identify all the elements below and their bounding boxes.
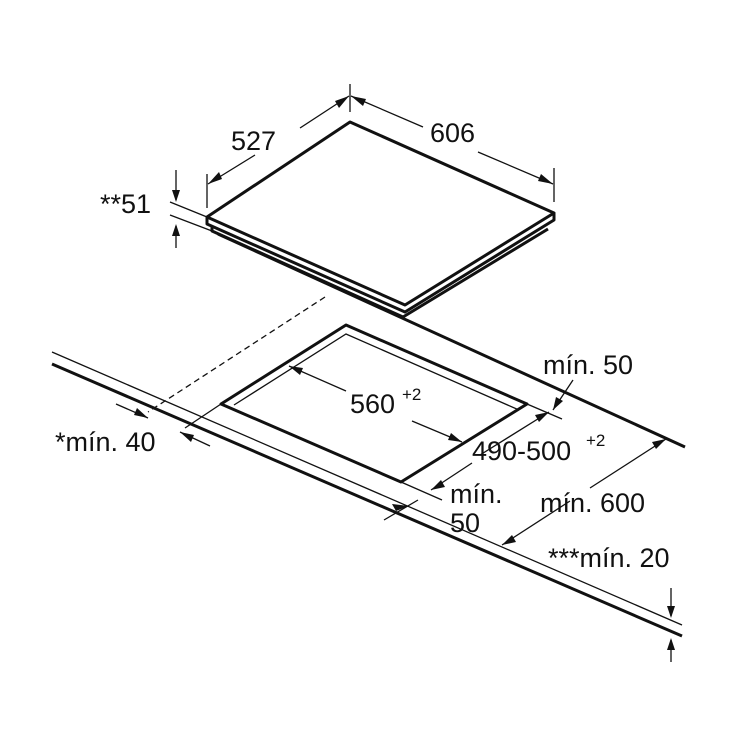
cutout-depth-dimension: [400, 403, 563, 501]
worktop: [51, 232, 686, 638]
worktop-front-top-edge: [51, 351, 683, 626]
rear-clearance-label: mín. 50: [543, 350, 633, 380]
hob-height-dimension: [169, 170, 213, 248]
hob-body-edge: [210, 226, 549, 319]
cutout-depth-label: 490-500: [472, 436, 571, 466]
cutout-width-dimension: [288, 365, 463, 443]
worktop-front-bottom-edge: [51, 362, 683, 638]
front-clearance-label-line1: mín.: [450, 479, 503, 509]
cutout-width-tolerance: +2: [402, 385, 421, 404]
projection-dashed-line: [147, 296, 326, 413]
cutout-depth-tolerance: +2: [586, 431, 605, 450]
hob-glass-top: [205, 120, 556, 307]
hob-width-label: 606: [430, 118, 475, 148]
hob-depth-label: 527: [231, 126, 276, 156]
rear-clearance-leader: [552, 379, 574, 411]
side-clearance-dimension: [115, 403, 222, 447]
hob-width-dimension: [350, 95, 555, 202]
hob-glass-edge: [205, 213, 556, 314]
hob-height-label: **51: [100, 189, 151, 219]
front-clearance-leader: [383, 499, 419, 521]
worktop-thickness-dimension: [667, 588, 675, 662]
side-clearance-label: *mín. 40: [55, 427, 156, 457]
worktop-rear-edge: [217, 232, 686, 449]
worktop-depth-dimension: [501, 438, 667, 546]
cutout-width-label: 560: [350, 389, 395, 419]
hob-depth-dimension: [206, 84, 351, 208]
worktop-thickness-label: ***mín. 20: [548, 543, 670, 573]
cutout-inner-edge: [233, 333, 520, 411]
worktop-depth-label: mín. 600: [540, 488, 645, 518]
front-clearance-label-line2: 50: [450, 508, 480, 538]
